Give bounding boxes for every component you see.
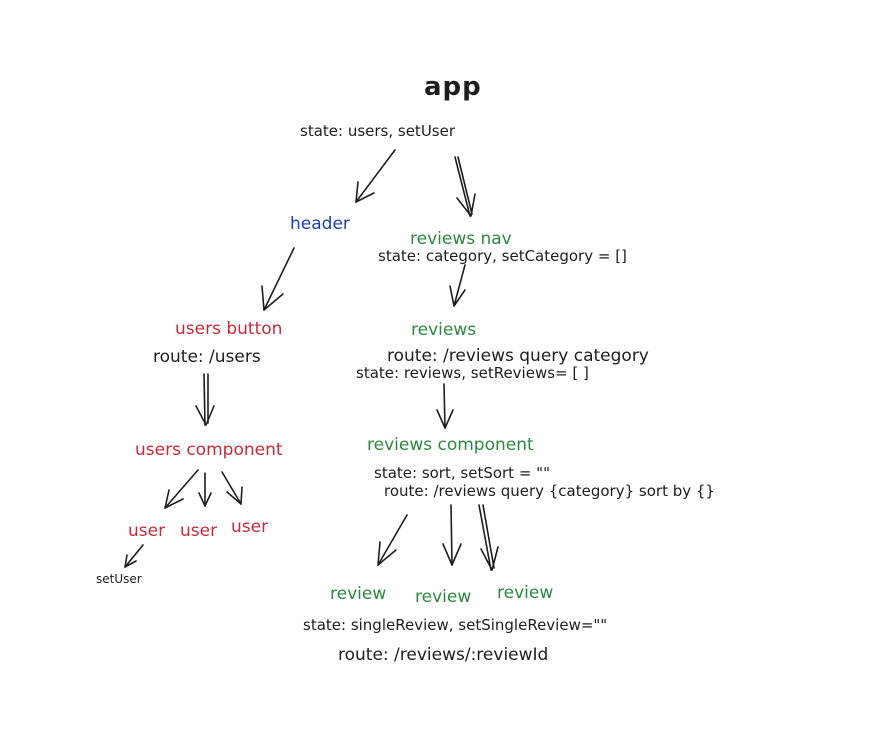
node-app-state: state: users, setUser — [300, 122, 456, 140]
node-review-state: state: singleReview, setSingleReview="" — [303, 616, 608, 634]
arrow-reviews-to-reviews-component — [436, 383, 454, 429]
arrow-users-component-to-user-2 — [198, 472, 212, 507]
node-user-2: user — [180, 521, 218, 541]
node-users-button-route: route: /users — [153, 347, 261, 367]
node-reviews-route: route: /reviews query category — [387, 346, 649, 366]
node-review-2: review — [415, 587, 472, 607]
node-reviews-component-route: route: /reviews query {category} sort by… — [384, 482, 715, 500]
node-users-component: users component — [135, 440, 283, 460]
arrow-users-component-to-user-1 — [164, 469, 199, 509]
node-reviews-nav-state: state: category, setCategory = [] — [378, 247, 627, 265]
node-reviews: reviews — [411, 320, 477, 340]
node-header: header — [290, 214, 350, 234]
node-reviews-nav: reviews nav — [410, 229, 512, 249]
arrow-reviews-nav-to-reviews — [449, 264, 466, 307]
arrow-app-to-header — [355, 149, 396, 203]
arrow-users-component-to-user-3 — [221, 471, 243, 505]
node-review-route: route: /reviews/:reviewId — [338, 645, 549, 665]
node-review-3: review — [497, 583, 554, 603]
arrow-reviews-component-to-review-2 — [442, 504, 462, 566]
node-app-title: app — [424, 72, 482, 102]
node-user-3: user — [231, 517, 269, 537]
node-reviews-component-state: state: sort, setSort = "" — [374, 464, 550, 482]
node-reviews-component: reviews component — [367, 435, 534, 455]
arrow-app-to-reviews-nav — [454, 156, 476, 217]
node-user-1: user — [128, 521, 166, 541]
node-review-1: review — [330, 584, 387, 604]
node-users-button: users button — [175, 319, 283, 339]
arrow-reviews-component-to-review-1 — [377, 514, 408, 566]
arrow-user-to-setuser — [124, 544, 144, 568]
arrow-reviews-component-to-review-3 — [478, 504, 499, 571]
arrow-users-button-to-users-component — [195, 373, 215, 426]
arrow-header-to-users-button — [261, 247, 295, 311]
node-setuser: setUser — [96, 572, 142, 586]
node-reviews-state: state: reviews, setReviews= [ ] — [356, 364, 589, 382]
